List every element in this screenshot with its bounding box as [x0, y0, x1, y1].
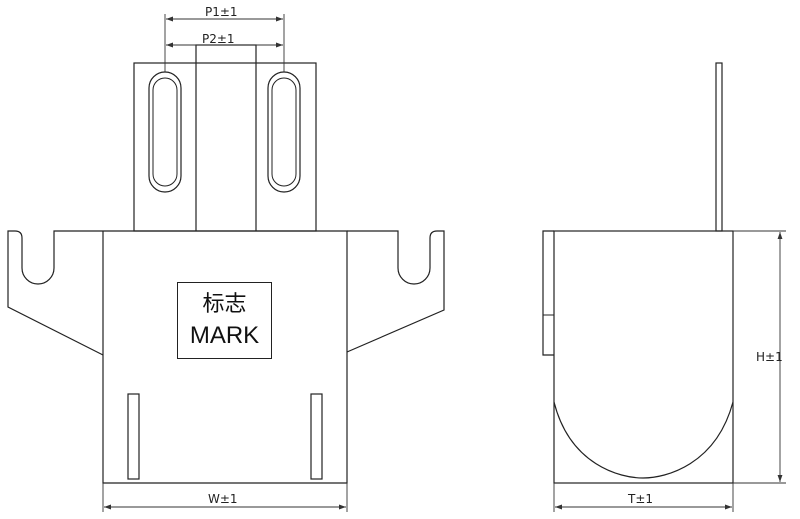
side-u-curve [553, 401, 734, 479]
right-flange [346, 230, 445, 353]
side-view: H±1 T±1 [542, 62, 786, 512]
front-view: P1±1 P2±1 W±1 [7, 5, 445, 512]
side-ledge-upper [542, 230, 554, 356]
mark-label-box: 标志 MARK [177, 282, 272, 359]
right-pin [310, 393, 323, 480]
p2-label: P2±1 [202, 32, 235, 46]
side-tab [715, 62, 723, 232]
left-slot [148, 71, 182, 193]
left-slot-inner [152, 77, 178, 187]
right-slot-inner [271, 77, 297, 187]
h-label: H±1 [756, 350, 783, 364]
mark-label-chinese: 标志 [202, 291, 247, 317]
t-label: T±1 [627, 492, 653, 506]
mounting-plate [133, 62, 317, 232]
side-body [553, 230, 734, 484]
right-slot [267, 71, 301, 193]
left-flange [7, 230, 104, 356]
w-label: W±1 [208, 492, 238, 506]
left-pin [127, 393, 140, 480]
p1-label: P1±1 [205, 5, 238, 19]
mark-label-english: MARK [189, 321, 260, 349]
center-tab [195, 44, 257, 231]
